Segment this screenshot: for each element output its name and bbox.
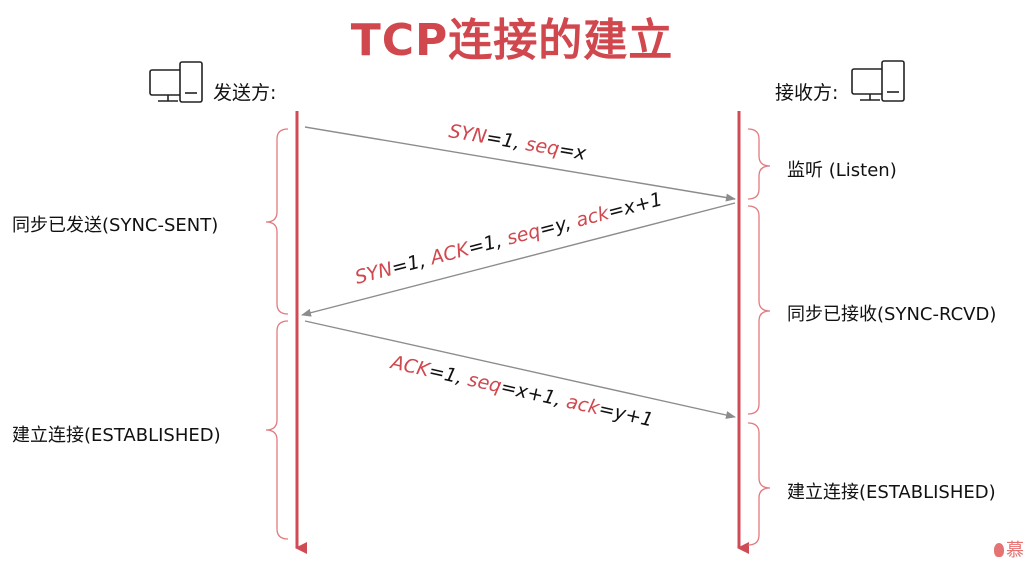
receiver-brace-established (747, 422, 771, 546)
page-title: TCP连接的建立 (350, 15, 674, 66)
message-field-value: =x+1 (606, 188, 665, 223)
message-field-value: =x+1, (499, 376, 569, 412)
ack-message-label: ACK=1, seq=x+1, ack=y+1 (387, 351, 655, 431)
message-field-value: =y, (537, 210, 579, 241)
receiver-state-listen: 监听 (Listen) (787, 160, 897, 181)
sender-brace-established (265, 320, 289, 540)
message-field-value: =1, (485, 126, 528, 154)
syn-ack-arrow (301, 202, 736, 317)
receiver-state-established: 建立连接(ESTABLISHED) (787, 482, 996, 503)
message-field-name: SYN (353, 258, 395, 289)
logo-flame (994, 543, 1004, 557)
receiver-label: 接收方: (775, 82, 839, 104)
message-field-name: ACK (426, 238, 472, 270)
receiver-state-sync-rcvd: 同步已接收(SYNC-RCVD) (787, 304, 997, 325)
syn-arrow (304, 126, 736, 202)
receiver-brace-sync-rcvd (747, 205, 771, 415)
sender-brace-sync-sent (265, 128, 289, 315)
flame-logo-icon: 慕 (994, 536, 1024, 562)
message-field-name: seq (505, 220, 543, 250)
message-field-name: SYN (447, 120, 488, 148)
message-field-name: seq (524, 133, 561, 160)
sender-computer-icon (149, 61, 203, 103)
ack-arrow (304, 320, 736, 419)
sender-label: 发送方: (213, 82, 277, 104)
message-field-name: ACK (387, 351, 433, 382)
logo-glyph: 慕 (1006, 540, 1024, 561)
receiver-computer-icon (851, 60, 905, 102)
message-field-value: =1, (466, 228, 510, 259)
message-field-value: =x (557, 139, 588, 165)
message-field-value: =1, (389, 248, 433, 279)
message-field-value: =1, (427, 360, 471, 390)
message-field-name: seq (466, 369, 504, 398)
receiver-brace-listen (747, 128, 771, 200)
sender-state-established: 建立连接(ESTABLISHED) (12, 425, 221, 446)
syn-message-label: SYN=1, seq=x (447, 120, 588, 165)
syn-ack-message-label: SYN=1, ACK=1, seq=y, ack=x+1 (353, 188, 665, 289)
sender-state-sync-sent: 同步已发送(SYNC-SENT) (12, 215, 219, 236)
message-field-value: =y+1 (597, 398, 656, 432)
